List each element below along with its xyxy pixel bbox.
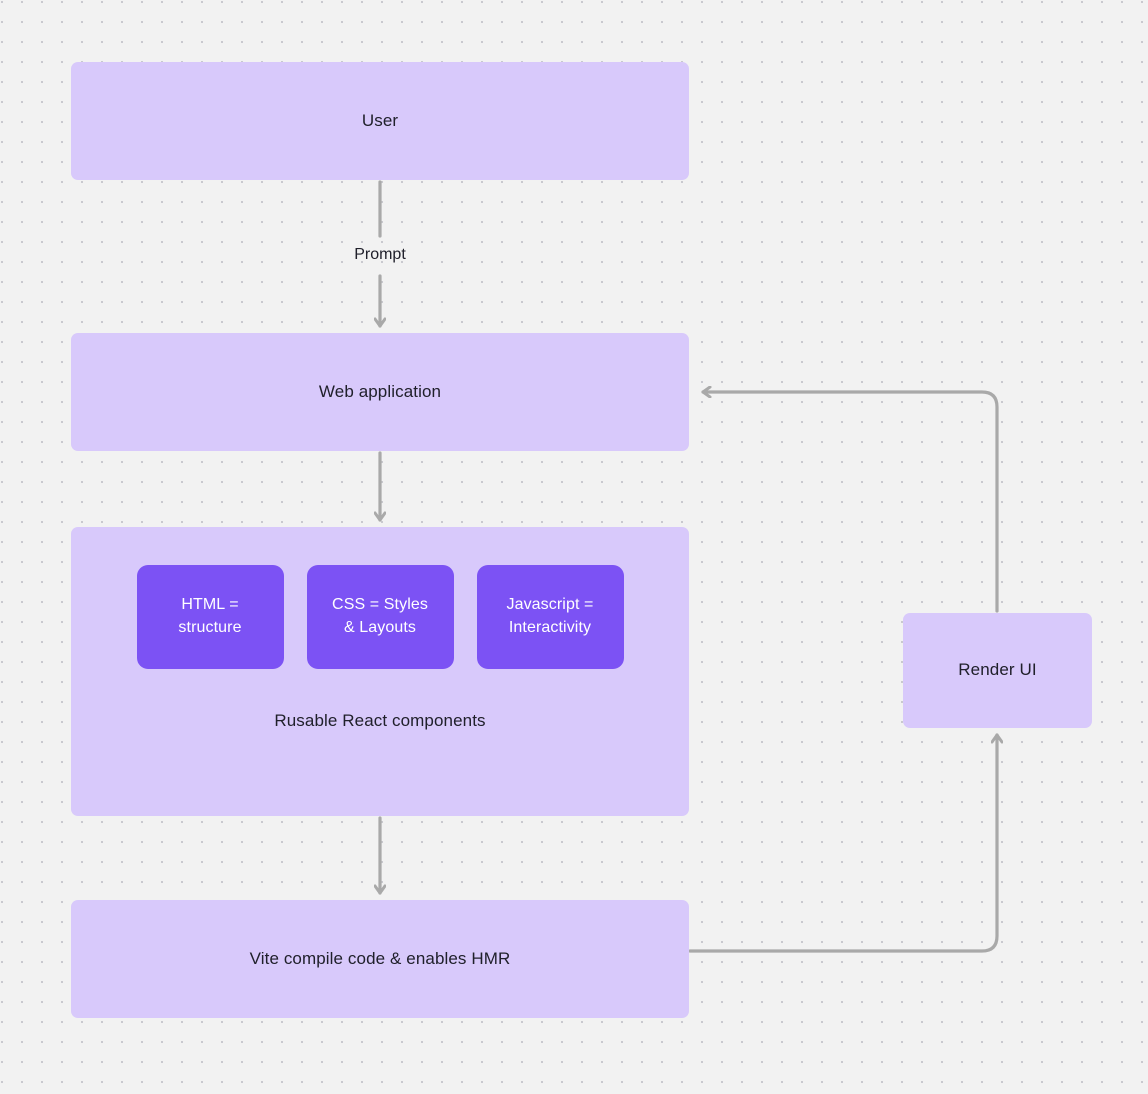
edge-render-to-webapp [701, 392, 999, 613]
node-user-label: User [361, 110, 399, 130]
edge-vite-to-render [688, 733, 997, 953]
node-vite-label: Vite compile code & enables HMR [249, 948, 511, 968]
chip-html-line1: HTML = [181, 596, 239, 614]
chip-css-line2: & Layouts [343, 619, 417, 636]
chip-javascript-line2: Interactivity [508, 619, 592, 636]
node-react-components-group[interactable]: HTML = structure CSS = Styles & Layouts … [71, 527, 689, 816]
edge-label-prompt: Prompt [354, 246, 406, 263]
node-web-application[interactable]: Web application [71, 333, 689, 451]
chip-css[interactable]: CSS = Styles & Layouts [306, 565, 454, 669]
node-react-components-caption: Rusable React components [274, 711, 486, 730]
chip-html-line2: structure [178, 619, 242, 636]
node-render-ui-label: Render UI [958, 660, 1037, 680]
chip-css-line1: CSS = Styles [332, 596, 428, 614]
node-render-ui[interactable]: Render UI [903, 613, 1092, 728]
chip-javascript[interactable]: Javascript = Interactivity [476, 565, 624, 669]
chip-javascript-line1: Javascript = [506, 596, 594, 614]
node-web-application-label: Web application [318, 381, 442, 401]
node-user[interactable]: User [71, 62, 689, 180]
chip-row: HTML = structure CSS = Styles & Layouts … [71, 565, 689, 669]
chip-html[interactable]: HTML = structure [136, 565, 284, 669]
node-vite[interactable]: Vite compile code & enables HMR [71, 900, 689, 1018]
